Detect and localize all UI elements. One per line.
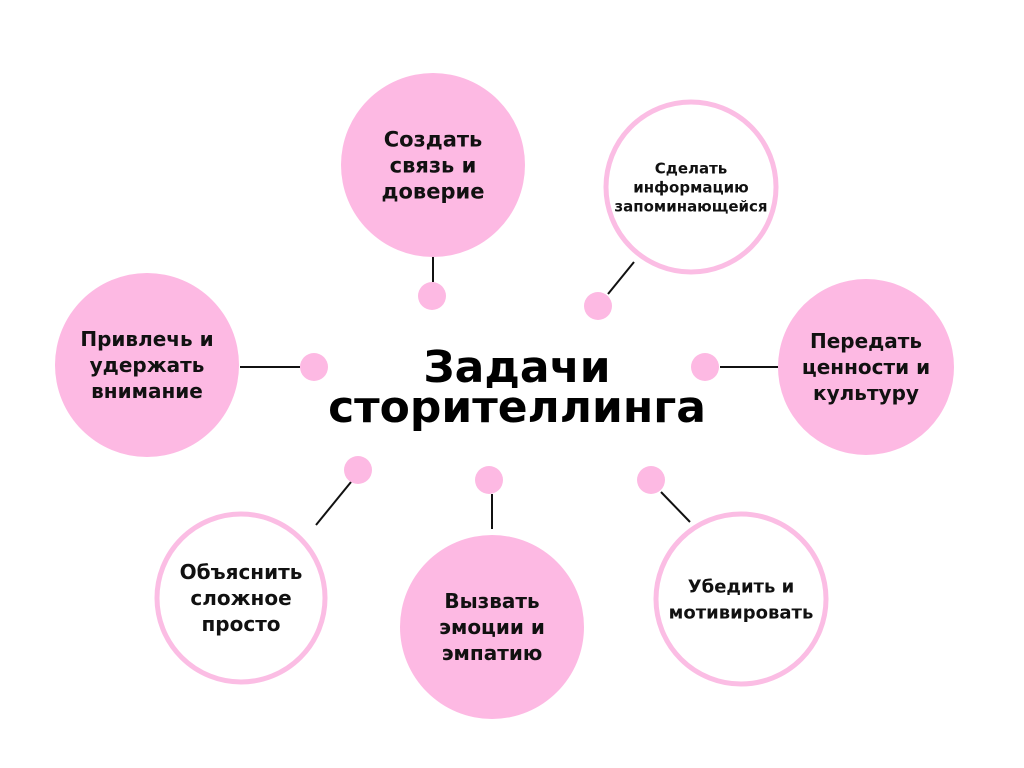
title-line-1: Задачи	[423, 342, 610, 393]
node-circle-grab-attention	[55, 273, 239, 457]
node-label-convey-values-2: ценности и	[802, 355, 930, 379]
node-label-evoke-emotions-1: Вызвать	[444, 589, 539, 613]
connector-dot-build-trust	[418, 282, 446, 310]
node-label-explain-simply-1: Объяснить	[180, 560, 303, 584]
node-label-explain-simply-3: просто	[201, 612, 280, 636]
node-circle-build-trust	[341, 73, 525, 257]
node-label-evoke-emotions-3: эмпатию	[442, 641, 543, 665]
connector-line-persuade	[660, 491, 691, 523]
connector-line-make-memorable	[607, 261, 635, 295]
connector-dot-make-memorable	[584, 292, 612, 320]
title-line-2: сторителлинга	[328, 382, 706, 433]
node-label-grab-attention-2: удержать	[90, 353, 205, 377]
node-label-persuade-1: Убедить и	[688, 576, 795, 597]
node-label-build-trust-3: доверие	[382, 180, 485, 204]
node-label-convey-values-1: Передать	[810, 329, 922, 353]
node-persuade: Убедить и мотивировать	[653, 511, 829, 687]
connector-dot-explain-simply	[344, 456, 372, 484]
connector-dot-convey-values	[691, 353, 719, 381]
connector-dots	[300, 282, 719, 494]
node-circle-persuade	[653, 511, 829, 687]
connector-dot-persuade	[637, 466, 665, 494]
node-label-make-memorable-2: информацию	[633, 178, 748, 196]
node-label-explain-simply-2: сложное	[190, 586, 291, 610]
node-circle-make-memorable	[603, 99, 779, 275]
node-label-grab-attention-1: Привлечь и	[80, 327, 213, 351]
node-label-make-memorable-3: запоминающейся	[614, 197, 767, 215]
node-circle-explain-simply	[154, 511, 328, 685]
connectors	[240, 252, 778, 529]
node-label-make-memorable-1: Сделать	[655, 159, 728, 177]
node-label-grab-attention-3: внимание	[91, 379, 203, 403]
node-label-build-trust-1: Создать	[384, 128, 483, 152]
connector-dot-grab-attention	[300, 353, 328, 381]
node-label-convey-values-3: культуру	[813, 381, 919, 405]
central-title: Задачи сторителлинга	[328, 342, 706, 433]
connector-dot-evoke-emotions	[475, 466, 503, 494]
node-circle-evoke-emotions	[400, 535, 584, 719]
connector-line-explain-simply	[315, 481, 352, 526]
node-label-evoke-emotions-2: эмоции и	[439, 615, 545, 639]
node-label-build-trust-2: связь и	[390, 154, 477, 178]
node-label-persuade-2: мотивировать	[669, 602, 814, 623]
node-circle-convey-values	[778, 279, 954, 455]
